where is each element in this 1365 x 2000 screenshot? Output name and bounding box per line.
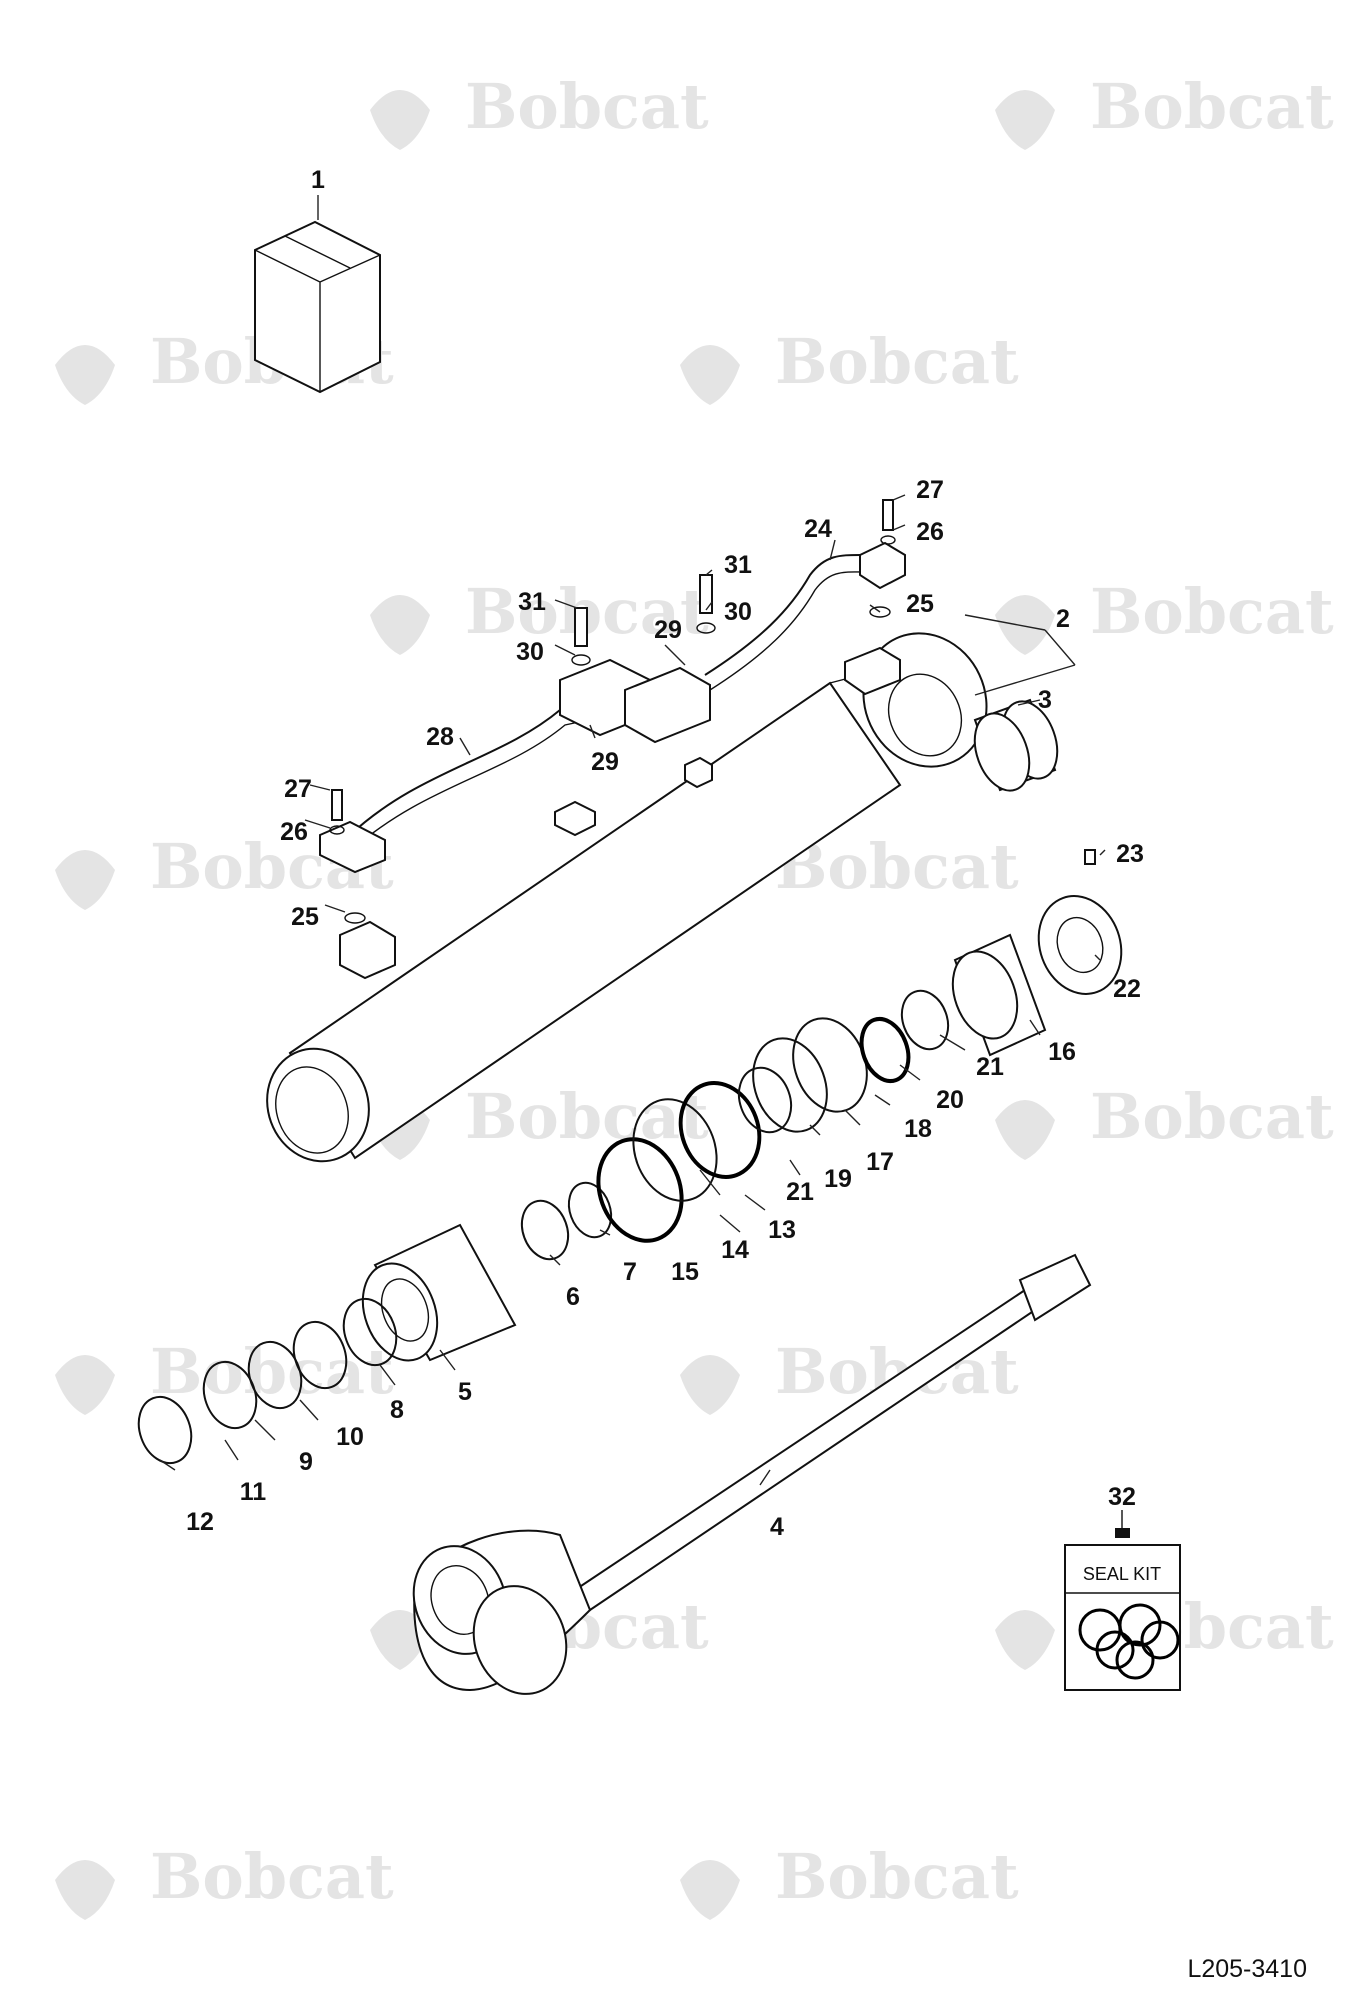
callout-3: 3 [1038, 686, 1052, 714]
callout-14: 14 [721, 1236, 749, 1264]
callout-26: 26 [916, 518, 944, 546]
watermark-text: Bobcat [775, 1840, 1019, 1913]
callout-4: 4 [770, 1513, 784, 1541]
part-24-tube[interactable] [704, 554, 863, 691]
callout-18: 18 [904, 1115, 932, 1143]
seal-kit-label: SEAL KIT [1083, 1564, 1161, 1584]
callout-17: 17 [866, 1148, 894, 1176]
watermark-logo: Bobcat [995, 575, 1334, 655]
callout-1: 1 [311, 166, 325, 194]
callout-13: 13 [768, 1216, 796, 1244]
callout-32: 32 [1108, 1483, 1136, 1511]
watermark-text: Bobcat [1090, 575, 1334, 648]
washers [329, 535, 896, 924]
callout-12: 12 [186, 1508, 214, 1536]
callout-15: 15 [671, 1258, 699, 1286]
watermark-logo: Bobcat [995, 70, 1334, 150]
callout-29: 29 [591, 748, 619, 776]
callout-25: 25 [906, 590, 934, 618]
part-4-rod[interactable] [399, 1253, 1092, 1707]
part-1-box[interactable] [254, 220, 381, 394]
callout-27: 27 [284, 775, 312, 803]
callout-30: 30 [516, 638, 544, 666]
cylinder-barrel[interactable] [252, 613, 1009, 1176]
callout-31: 31 [518, 588, 546, 616]
part-28-tube[interactable] [349, 699, 613, 851]
callout-19: 19 [824, 1165, 852, 1193]
seal-rings[interactable] [130, 884, 1135, 1470]
watermark-text: Bobcat [465, 70, 709, 143]
watermark-text: Bobcat [150, 1840, 394, 1913]
callout-25: 25 [291, 903, 319, 931]
callout-20: 20 [936, 1086, 964, 1114]
callout-2: 2 [1056, 605, 1070, 633]
watermark-text: Bobcat [465, 1080, 709, 1153]
callout-22: 22 [1113, 975, 1141, 1003]
watermark-text: Bobcat [775, 325, 1019, 398]
callout-labels: 1 2 3 4 5 6 7 8 9 10 11 12 13 14 15 16 1… [186, 166, 1144, 1541]
callout-27: 27 [916, 476, 944, 504]
seal-kit-32[interactable]: SEAL KIT [1064, 1510, 1181, 1691]
callout-23: 23 [1116, 840, 1144, 868]
part-5-gland[interactable] [350, 1223, 517, 1371]
bolt[interactable] [331, 499, 1096, 865]
callout-7: 7 [623, 1258, 637, 1286]
callout-9: 9 [299, 1448, 313, 1476]
watermark-text: Bobcat [150, 1335, 394, 1408]
part-3-bushing[interactable] [965, 694, 1067, 798]
callout-28: 28 [426, 723, 454, 751]
callout-30: 30 [724, 598, 752, 626]
watermark-text: Bobcat [1090, 70, 1334, 143]
callout-10: 10 [336, 1423, 364, 1451]
watermark-logo: Bobcat [680, 325, 1019, 405]
callout-6: 6 [566, 1283, 580, 1311]
callout-21: 21 [976, 1053, 1004, 1081]
callout-16: 16 [1048, 1038, 1076, 1066]
callout-31: 31 [724, 551, 752, 579]
document-reference: L205-3410 [1187, 1955, 1307, 1983]
watermark-logo: Bobcat [995, 1080, 1334, 1160]
watermark-logo: Bobcat [55, 1840, 394, 1920]
callout-21: 21 [786, 1178, 814, 1206]
callout-5: 5 [458, 1378, 472, 1406]
callout-8: 8 [390, 1396, 404, 1424]
watermark-logo: Bobcat [55, 1335, 394, 1415]
watermark-text: Bobcat [1090, 1080, 1334, 1153]
watermark-logo: Bobcat [680, 1840, 1019, 1920]
watermark-logo: Bobcat [370, 70, 709, 150]
callout-11: 11 [240, 1478, 267, 1506]
callout-29: 29 [654, 616, 682, 644]
callout-26: 26 [280, 818, 308, 846]
leader-lines [159, 195, 1106, 1486]
callout-24: 24 [804, 515, 832, 543]
